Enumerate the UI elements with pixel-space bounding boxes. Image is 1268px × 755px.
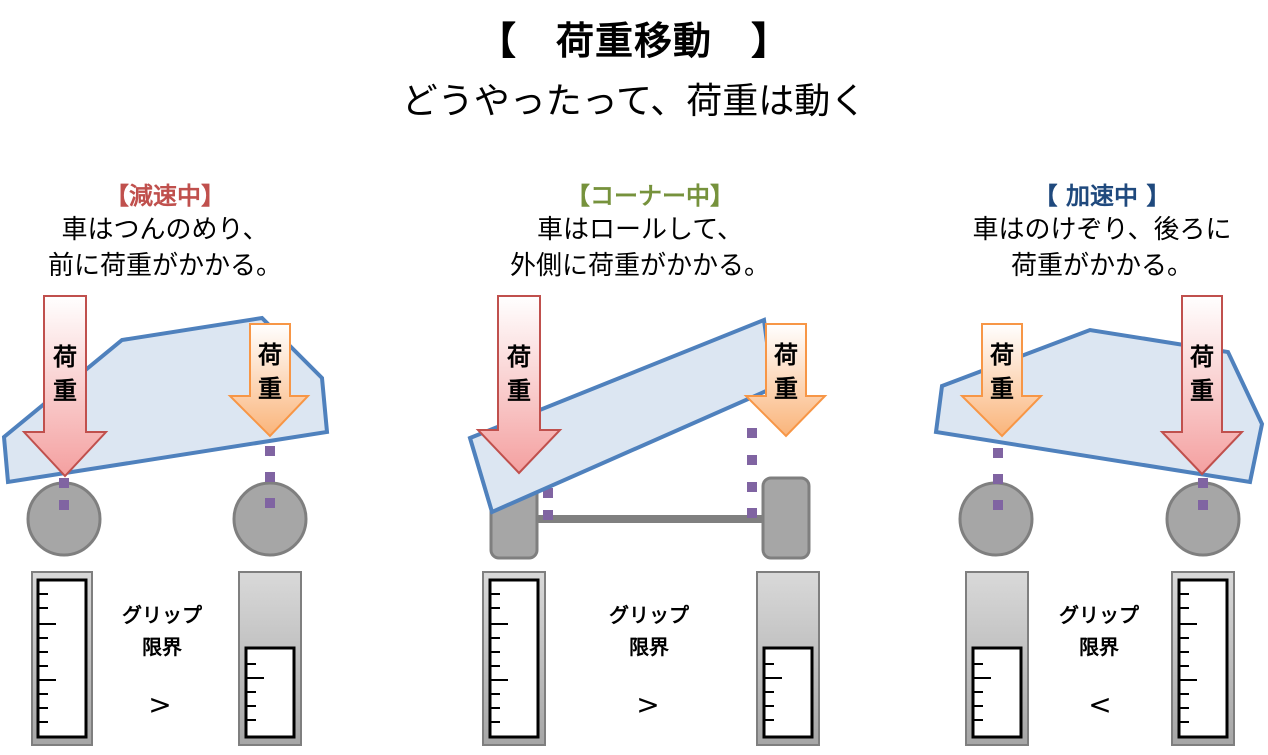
arrow-label-small-braking: 荷重 <box>258 341 282 403</box>
grip-label-braking-1: グリップ <box>122 603 202 627</box>
load-arrow-small-cornering <box>743 323 828 438</box>
panel-title-cornering: 【コーナー中】 <box>566 182 734 210</box>
arrow-label-small-cornering: 荷重 <box>774 341 798 403</box>
load-arrow-large-accelerating <box>1159 295 1245 476</box>
wheel-rear-accelerating <box>1165 481 1241 557</box>
panel-accelerating <box>933 295 1265 746</box>
panel-desc-cornering-line2: 外側に荷重がかかる。 <box>509 251 770 281</box>
comparison-accelerating: < <box>1088 688 1112 721</box>
wheel-right-cornering <box>761 476 811 560</box>
grip-gauge-full-braking <box>31 571 93 746</box>
suspension-dots-cornering <box>543 428 757 520</box>
panel-title-braking: 【減速中】 <box>105 182 225 210</box>
load-arrow-large-braking <box>21 295 109 478</box>
comparison-braking: > <box>148 688 172 721</box>
panel-desc-braking-line1: 車はつんのめり、 <box>61 215 269 245</box>
comparison-cornering: > <box>636 688 660 721</box>
grip-gauge-low-accelerating <box>965 571 1029 746</box>
arrow-label-small-accelerating: 荷重 <box>990 341 1014 403</box>
load-arrow-small-accelerating <box>959 323 1044 438</box>
panel-braking <box>1 295 330 746</box>
arrow-label-large-accelerating: 荷重 <box>1190 343 1214 405</box>
panel-title-accelerating: 【 加速中 】 <box>1033 182 1171 210</box>
grip-gauge-full-cornering <box>482 571 546 746</box>
grip-gauge-low-cornering <box>756 571 820 746</box>
panel-desc-braking-line2: 前に荷重がかかる。 <box>47 251 282 281</box>
wheel-rear-braking <box>232 481 308 557</box>
grip-label-accelerating-2: 限界 <box>1079 635 1119 659</box>
axle-cornering <box>537 515 763 523</box>
suspension-dots-braking <box>59 446 275 510</box>
load-arrow-small-braking <box>227 323 311 438</box>
load-arrow-large-cornering <box>475 295 563 475</box>
arrow-label-large-cornering: 荷重 <box>507 343 531 405</box>
suspension-dots-accelerating <box>993 448 1208 510</box>
wheel-front-accelerating <box>958 481 1034 557</box>
panel-desc-accelerating-line2: 荷重がかかる。 <box>1010 251 1193 281</box>
grip-label-cornering-1: グリップ <box>609 603 689 627</box>
panel-desc-cornering-line1: 車はロールして、 <box>537 215 743 245</box>
page-title: 【 荷重移動 】 <box>477 19 790 63</box>
panel-cornering <box>467 295 828 746</box>
page-subtitle: どうやったって、荷重は動く <box>401 81 867 122</box>
grip-gauge-low-braking <box>238 571 302 746</box>
grip-label-accelerating-1: グリップ <box>1059 603 1139 627</box>
grip-label-cornering-2: 限界 <box>629 635 669 659</box>
grip-gauge-full-accelerating <box>1171 571 1235 746</box>
grip-label-braking-2: 限界 <box>142 635 182 659</box>
panel-desc-accelerating-line1: 車はのけぞり、後ろに <box>972 215 1232 245</box>
arrow-label-large-braking: 荷重 <box>53 343 77 405</box>
wheel-front-braking <box>26 481 102 557</box>
